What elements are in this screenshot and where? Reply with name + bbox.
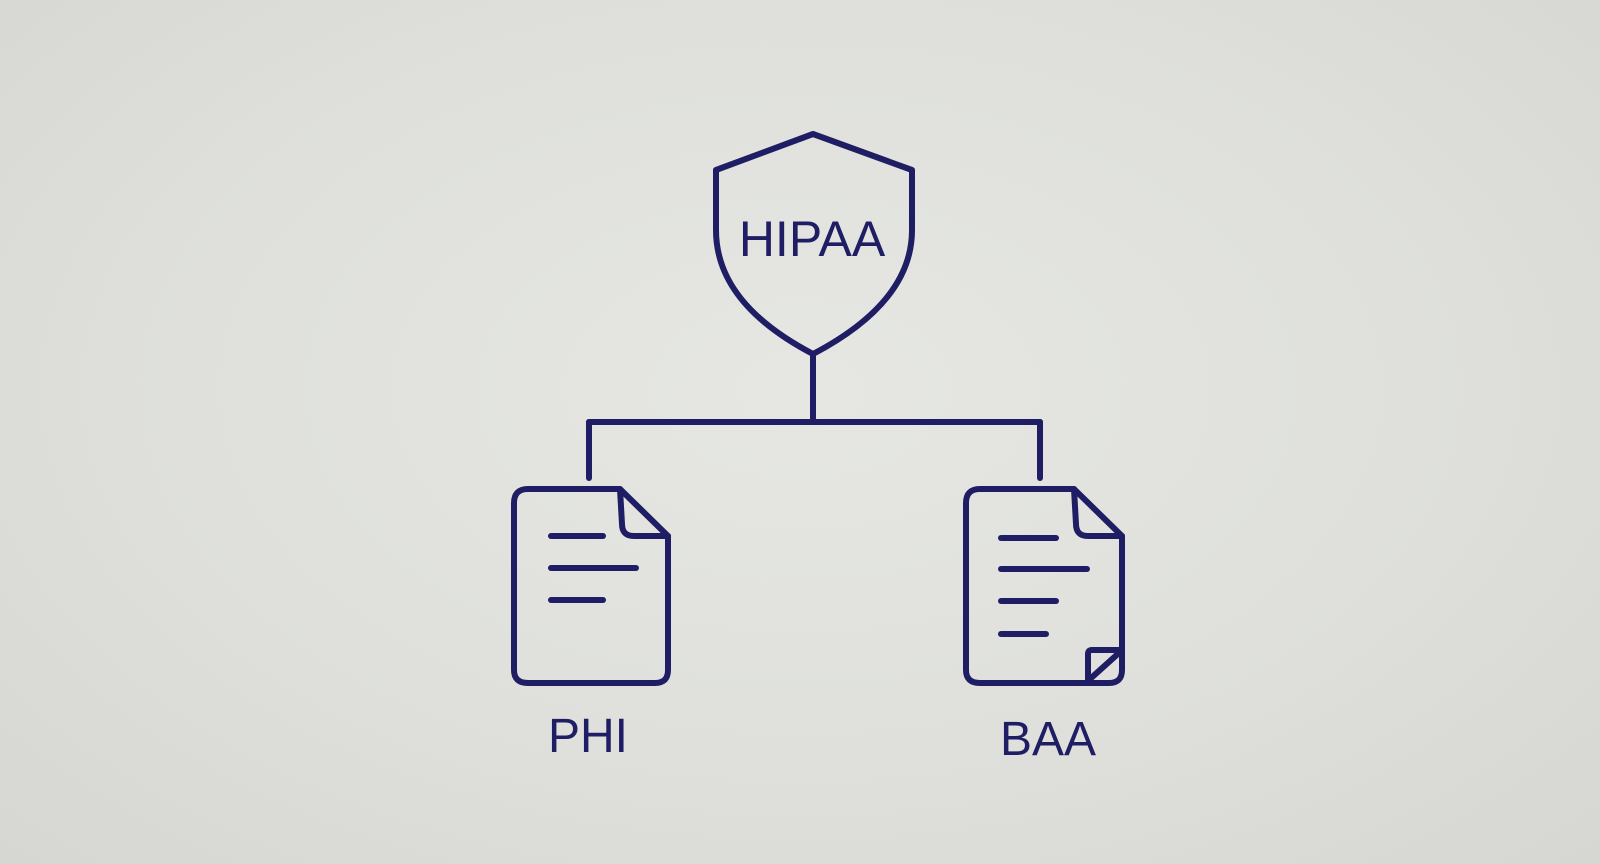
root-label: HIPAA: [739, 211, 886, 267]
connector-lines: [586, 351, 1043, 481]
diagram-ink: HIPAA PHI BAA: [511, 131, 1125, 766]
document-icon: [511, 486, 671, 686]
phi-label: PHI: [548, 710, 628, 763]
baa-label: BAA: [1000, 713, 1096, 766]
signed-document-icon: [963, 486, 1125, 686]
